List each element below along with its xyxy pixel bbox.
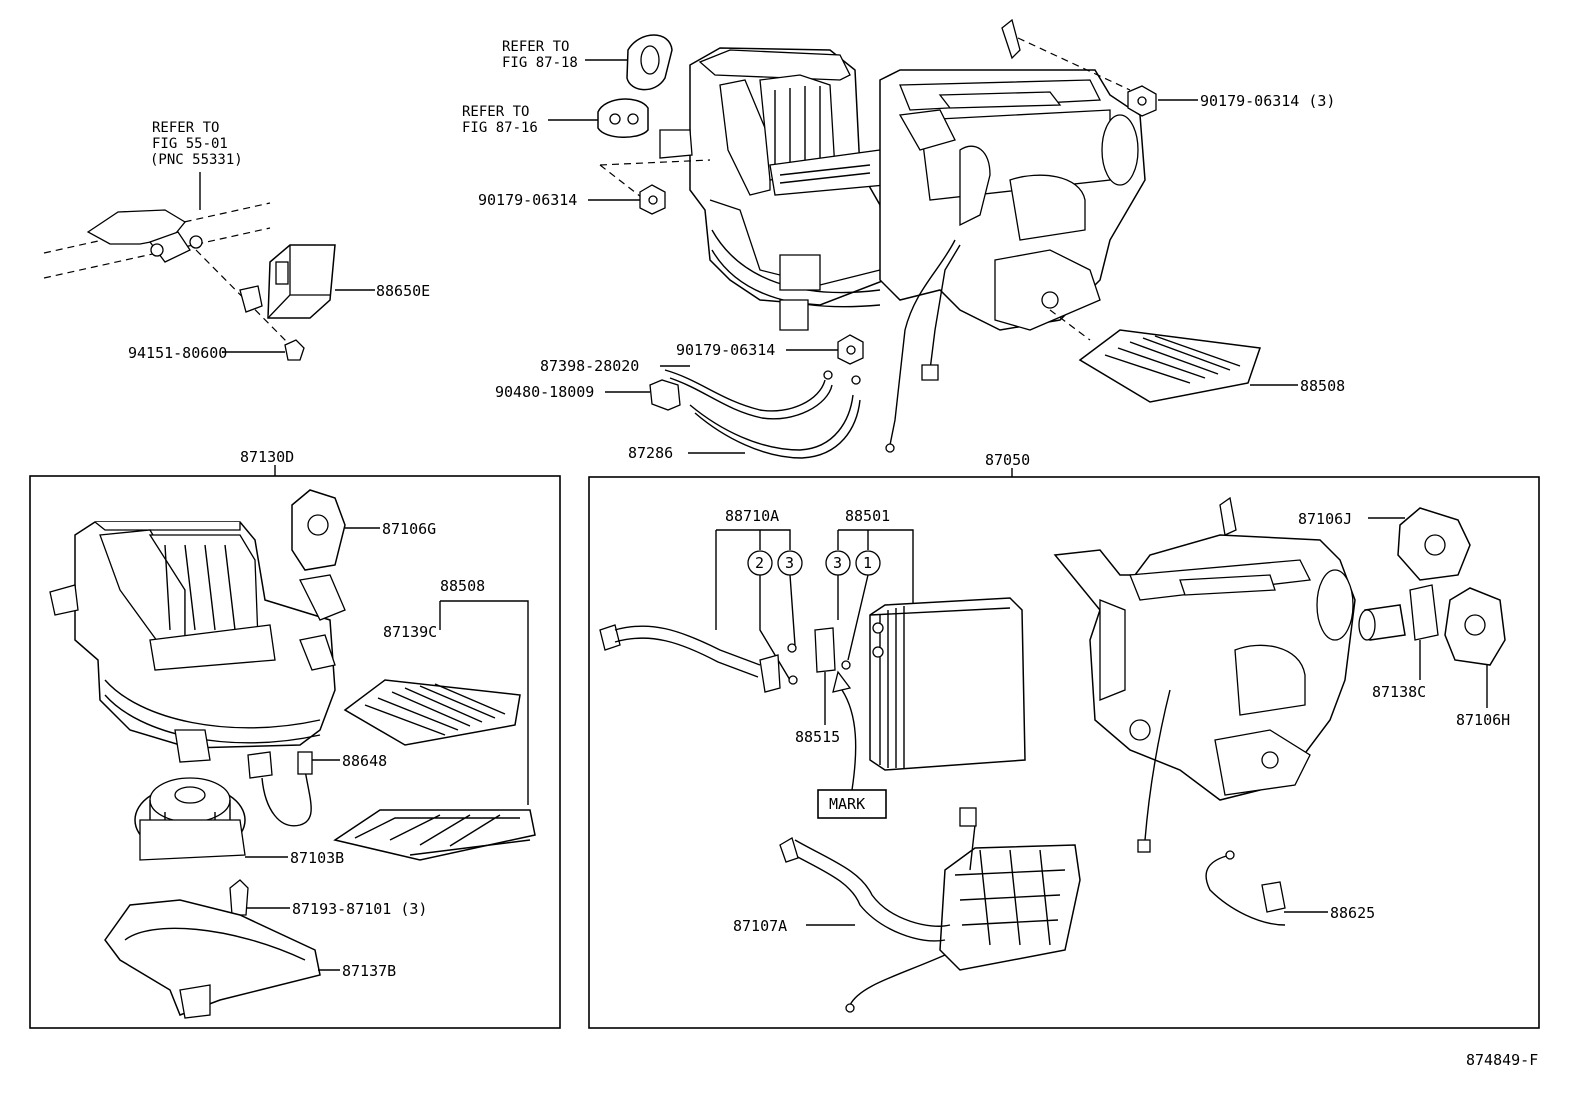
label-88501: 88501 (845, 507, 890, 525)
label-87398-28020: 87398-28020 (540, 357, 639, 375)
callout-3b (825, 550, 851, 576)
callout-2-text: 2 (755, 554, 764, 572)
box-87130D (29, 465, 561, 1029)
label-87130D: 87130D (240, 448, 294, 466)
label-87286: 87286 (628, 444, 673, 462)
cover-87137B (104, 899, 340, 1019)
grommet-87-16 (548, 98, 649, 138)
nut-94151 (222, 339, 305, 361)
filters-88508 (333, 600, 536, 861)
relay-88650E (239, 244, 375, 319)
callout-1 (855, 550, 881, 576)
ref-55-01-line2: FIG 55-01 (152, 136, 228, 152)
grommet-87-18 (585, 34, 673, 91)
label-87137B: 87137B (342, 962, 396, 980)
label-90179-06314-a: 90179-06314 (478, 191, 577, 209)
ref-87-18-line2: FIG 87-18 (502, 55, 578, 71)
label-87107A: 87107A (733, 917, 787, 935)
actuator-87106J (1368, 507, 1471, 581)
actuator-87106H (1444, 587, 1506, 708)
label-87103B: 87103B (290, 849, 344, 867)
actuator-87106G (291, 489, 380, 621)
mark-arrow (817, 670, 887, 819)
blower-motor-87103B (134, 777, 288, 861)
callout-3a-text: 3 (785, 554, 794, 572)
label-88625: 88625 (1330, 904, 1375, 922)
callout-3a (777, 550, 803, 576)
heater-unit-assembly (599, 18, 1146, 453)
label-88508-top: 88508 (1300, 377, 1345, 395)
callout-1-text: 1 (863, 554, 872, 572)
ref-55-01-line3: (PNC 55331) (150, 152, 243, 168)
label-87139C: 87139C (383, 623, 437, 641)
evaporator-88501 (869, 597, 1026, 771)
labels: REFER TO FIG 55-01 (PNC 55331) REFER TO … (128, 39, 1538, 1069)
filter-88508-top (1078, 329, 1298, 403)
label-87138C: 87138C (1372, 683, 1426, 701)
label-90179-06314-b: 90179-06314 (676, 341, 775, 359)
expansion-valve-88515 (814, 529, 914, 725)
box-87050 (588, 468, 1540, 1029)
blower-case-87130D (49, 521, 336, 763)
heater-case-87050 (1053, 496, 1356, 853)
pipe-88710A (599, 529, 798, 693)
label-87193-87101: 87193-87101 (3) (292, 900, 427, 918)
callout-2 (747, 550, 773, 576)
label-88648: 88648 (342, 752, 387, 770)
figure-id: 874849-F (1466, 1051, 1538, 1069)
label-88508-box: 88508 (440, 577, 485, 595)
ref-55-01-line1: REFER TO (152, 120, 219, 136)
clip-90179-b (786, 334, 864, 365)
label-87106H: 87106H (1456, 711, 1510, 729)
label-94151-80600: 94151-80600 (128, 344, 227, 362)
dashboard-bracket-group (43, 172, 291, 346)
resistor-87138C (1358, 584, 1439, 680)
callout-3b-text: 3 (833, 554, 842, 572)
label-88650E: 88650E (376, 282, 430, 300)
heater-core-87107A (779, 807, 1081, 1013)
label-90179-06314-3: 90179-06314 (3) (1200, 92, 1335, 110)
sensor-88625 (1205, 850, 1328, 926)
clip-90179-3 (1127, 85, 1198, 117)
label-88515: 88515 (795, 728, 840, 746)
screw-87193 (229, 879, 290, 916)
harness-88648 (247, 751, 340, 827)
hoses-87286 (605, 365, 861, 459)
clip-90179-a (588, 184, 666, 215)
ref-87-16-line2: FIG 87-16 (462, 120, 538, 136)
label-87106J: 87106J (1298, 510, 1352, 528)
label-88710A: 88710A (725, 507, 779, 525)
label-90480-18009: 90480-18009 (495, 383, 594, 401)
ref-87-18-line1: REFER TO (502, 39, 569, 55)
ref-87-16-line1: REFER TO (462, 104, 529, 120)
label-mark: MARK (829, 795, 865, 813)
label-87106G: 87106G (382, 520, 436, 538)
label-87050: 87050 (985, 451, 1030, 469)
